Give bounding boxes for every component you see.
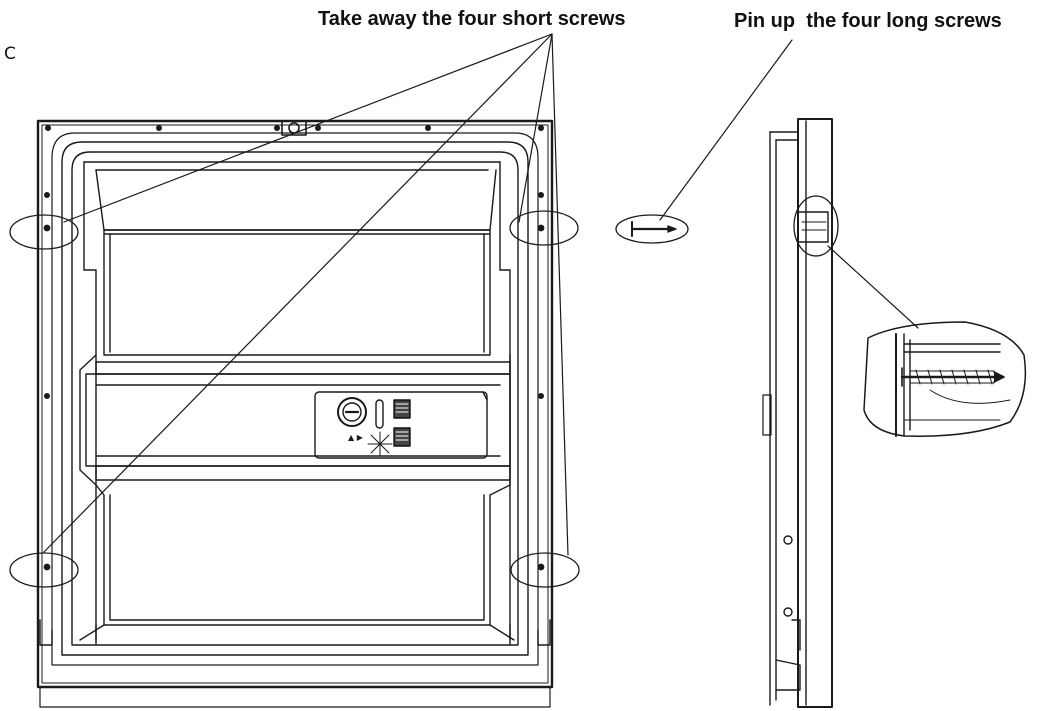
long-screw-leader [659, 39, 793, 221]
detergent-dispenser: ▲ ▶ [314, 391, 488, 459]
long-screw-detail [900, 367, 1005, 387]
short-screw-leaders [43, 33, 569, 556]
frame-screws [43, 125, 545, 571]
svg-text:▲ ▶: ▲ ▶ [348, 433, 364, 442]
short-screws-label: Take away the four short screws [318, 8, 626, 30]
screw-icon [615, 214, 689, 244]
step-letter: C [4, 44, 16, 64]
long-screws-label: Pin up the four long screws [734, 10, 1002, 32]
door-front-view: ▲ ▶ [9, 119, 580, 708]
door-side-view [762, 118, 919, 708]
screw-detail-zoom [863, 321, 1027, 437]
short-screw-markers [9, 210, 580, 588]
rinse-aid-icon [367, 431, 393, 457]
